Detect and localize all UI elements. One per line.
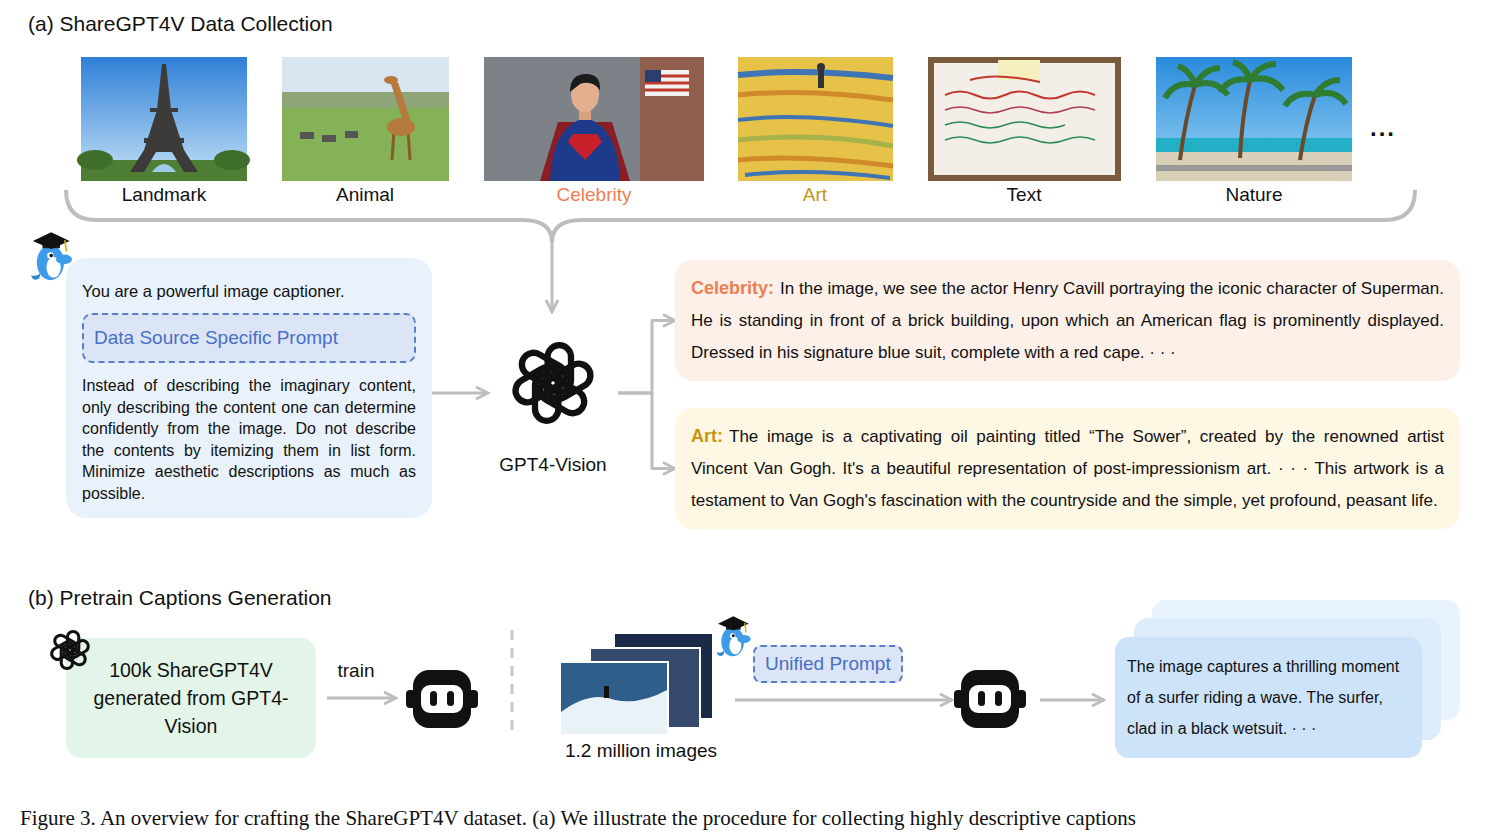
thumbnail-celebrity <box>484 57 704 181</box>
caption-box: The image captures a thrilling moment of… <box>1115 637 1422 758</box>
thumbnail-animal <box>282 57 449 181</box>
dataset-box: 100k ShareGPT4V generated from GPT4-Visi… <box>66 638 316 758</box>
source-bracket <box>66 190 1415 242</box>
body-text: GPT4-Vision <box>488 454 618 476</box>
category-label: Nature <box>1225 184 1282 206</box>
body-text: 100k ShareGPT4V generated from GPT4-Visi… <box>92 656 290 740</box>
train-arrow <box>327 697 396 700</box>
separator <box>511 630 514 738</box>
caption-box: Art:The image is a captivating oil paint… <box>675 408 1460 529</box>
model-node: GPT4-Vision <box>488 338 618 476</box>
flow-arrow <box>618 393 675 469</box>
flow-arrow <box>432 392 488 395</box>
heading-text: Art: <box>691 426 723 446</box>
heading-text: Celebrity: <box>691 278 774 298</box>
thumbnail-art <box>738 57 893 181</box>
body-text: Instead of describing the imaginary cont… <box>82 375 416 504</box>
body-text: The image captures a thrilling moment of… <box>1127 651 1410 744</box>
thumbnail-text <box>928 57 1121 181</box>
body-text: Data Source Specific Prompt <box>94 327 404 349</box>
flow-arrow <box>618 321 675 394</box>
prompt-box: You are a powerful image captioner. Data … <box>66 258 432 518</box>
body-text: In the image, we see the actor Henry Cav… <box>691 279 1444 362</box>
section-title: (a) ShareGPT4V Data Collection <box>28 12 333 36</box>
bracket-arrow <box>551 242 554 312</box>
category-label: Text <box>1007 184 1042 206</box>
image-stack <box>560 634 712 735</box>
dashed-prompt-box: Unified Prompt <box>753 645 903 683</box>
ellipsis-mark: ... <box>1370 114 1396 142</box>
arrow-label: train <box>338 660 375 682</box>
openai-logo <box>508 338 598 428</box>
thumbnail-landmark <box>77 57 250 181</box>
heading-text: You are a powerful image captioner. <box>82 282 416 301</box>
mascot-icon <box>717 616 751 656</box>
section-title: (b) Pretrain Captions Generation <box>28 586 332 610</box>
robot-icon <box>406 670 478 728</box>
output-arrow <box>1040 699 1104 702</box>
dashed-prompt-box: Data Source Specific Prompt <box>82 313 416 363</box>
body-text: The image is a captivating oil painting … <box>691 427 1444 510</box>
category-label: Art <box>803 184 827 206</box>
image-count-label: 1.2 million images <box>565 740 717 762</box>
category-label: Animal <box>336 184 394 206</box>
thumbnail-nature <box>1156 57 1352 181</box>
figure-caption: Figure 3. An overview for crafting the S… <box>20 806 1136 831</box>
body-text: Unified Prompt <box>765 653 891 675</box>
openai-logo <box>511 345 594 421</box>
caption-box: Celebrity:In the image, we see the actor… <box>675 260 1460 381</box>
category-label: Celebrity <box>557 184 632 206</box>
robot-icon <box>954 670 1026 728</box>
process-arrow <box>735 699 952 702</box>
category-label: Landmark <box>122 184 207 206</box>
